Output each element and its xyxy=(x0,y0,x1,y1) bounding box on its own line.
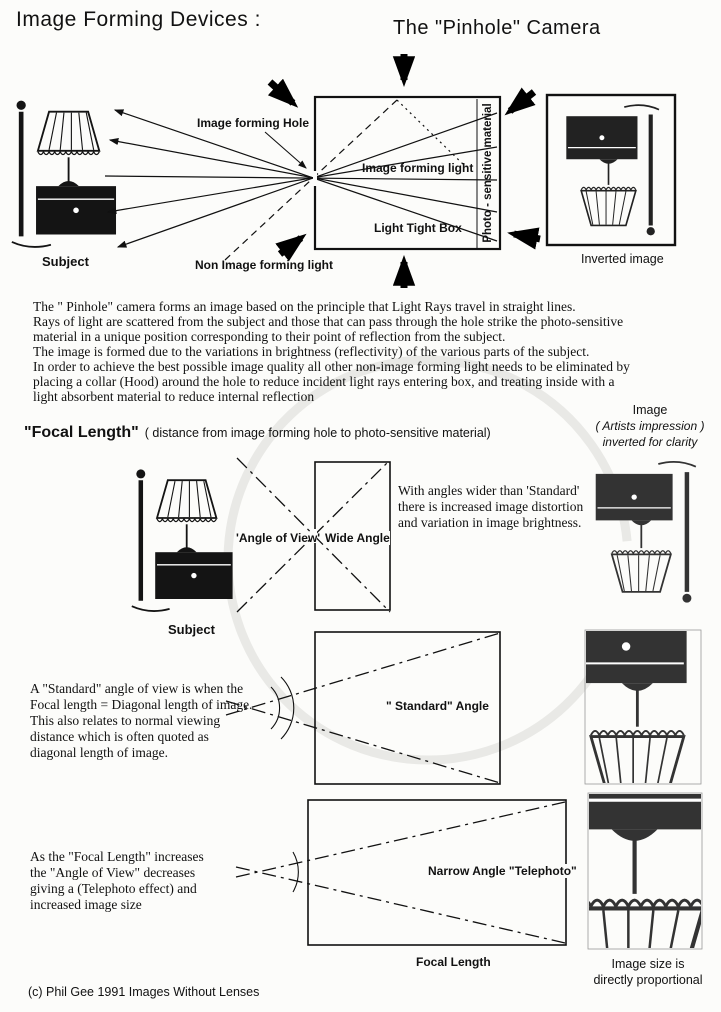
caption-line: ( Artists impression ) xyxy=(595,419,705,433)
standard-angle-note: A "Standard" angle of view is when the F… xyxy=(30,681,252,761)
focal-length-bottom-label: Focal Length xyxy=(416,955,491,969)
subject-illustration xyxy=(12,101,116,247)
standard-result-illustration xyxy=(566,591,721,813)
photo-sensitive-material-label: Photo - sensitive material xyxy=(482,103,494,243)
note-line: A "Standard" angle of view is when the xyxy=(30,681,244,696)
description-line: The " Pinhole" camera forms an image bas… xyxy=(33,299,576,314)
subject-illustration-2 xyxy=(132,469,233,611)
description-line: In order to achieve the best possible im… xyxy=(33,359,630,374)
inverted-image-frame xyxy=(545,93,677,247)
telephoto-angle-arc xyxy=(292,851,299,893)
wide-angle-diagram xyxy=(132,457,696,612)
note-line: As the "Focal Length" increases xyxy=(30,849,204,864)
focal-length-heading-row: "Focal Length" ( distance from image form… xyxy=(24,424,491,442)
note-line: there is increased image distortion xyxy=(398,499,584,514)
note-line: With angles wider than 'Standard' xyxy=(398,483,580,498)
inverted-image-label: Inverted image xyxy=(581,252,664,266)
note-line: distance which is often quoted as xyxy=(30,729,209,744)
description-line: The image is formed due to the variation… xyxy=(33,344,590,359)
standard-angle-arc xyxy=(270,676,295,740)
page-title-right: The "Pinhole" Camera xyxy=(393,17,601,39)
subject-label: Subject xyxy=(42,254,89,269)
note-line: This also relates to normal viewing xyxy=(30,713,221,728)
note-line: giving a (Telephoto effect) and xyxy=(30,881,197,896)
wide-angle-label: Wide Angle xyxy=(325,531,390,545)
telephoto-note: As the "Focal Length" increases the "Ang… xyxy=(30,849,204,913)
angle-of-view-label: 'Angle of View' xyxy=(236,531,321,545)
copyright-credit: (c) Phil Gee 1991 Images Without Lenses xyxy=(28,985,260,999)
description-paragraph: The " Pinhole" camera forms an image bas… xyxy=(33,299,630,404)
description-line: Rays of light are scattered from the sub… xyxy=(33,314,624,329)
description-line: light absorbent material to reduce inter… xyxy=(33,389,315,404)
description-line: placing a collar (Hood) around the hole … xyxy=(33,374,615,389)
description-line: material in a unique position correspond… xyxy=(33,329,506,344)
wide-angle-note: With angles wider than 'Standard' there … xyxy=(398,483,583,531)
wide-angle-result-illustration xyxy=(596,462,696,603)
telephoto-label: Narrow Angle "Telephoto" xyxy=(428,864,577,878)
inverted-image-illustration xyxy=(566,105,659,235)
caption-line: Image xyxy=(632,403,668,417)
caption-line: Image size is xyxy=(611,957,685,971)
focal-length-heading: "Focal Length" xyxy=(24,424,139,441)
caption-line: inverted for clarity xyxy=(602,435,698,449)
top-diagram xyxy=(12,54,677,288)
telephoto-result-frame xyxy=(587,792,703,950)
standard-result-frame xyxy=(584,629,702,785)
hole-pointer-line xyxy=(264,131,307,169)
light-tight-box-label: Light Tight Box xyxy=(374,221,462,235)
subject-label-2: Subject xyxy=(168,622,215,637)
standard-angle-label: " Standard" Angle xyxy=(386,699,489,713)
note-line: Focal length = Diagonal length of image. xyxy=(30,697,253,712)
note-line: and variation in image brightness. xyxy=(398,515,582,530)
caption-line: directly proportional xyxy=(593,973,703,987)
image-size-caption: Image size is directly proportional xyxy=(586,956,710,988)
focal-length-subheading: ( distance from image forming hole to ph… xyxy=(144,426,491,440)
page-title-left: Image Forming Devices : xyxy=(16,8,261,31)
note-line: the "Angle of View" decreases xyxy=(30,865,196,880)
note-line: increased image size xyxy=(30,897,142,912)
note-line: diagonal length of image. xyxy=(30,745,168,760)
image-forming-light-label: Image forming light xyxy=(362,161,474,175)
non-image-forming-light-label: Non Image forming light xyxy=(195,258,333,272)
image-forming-hole-label: Image forming Hole xyxy=(197,116,310,130)
artist-impression-caption: Image ( Artists impression ) inverted fo… xyxy=(586,402,714,450)
